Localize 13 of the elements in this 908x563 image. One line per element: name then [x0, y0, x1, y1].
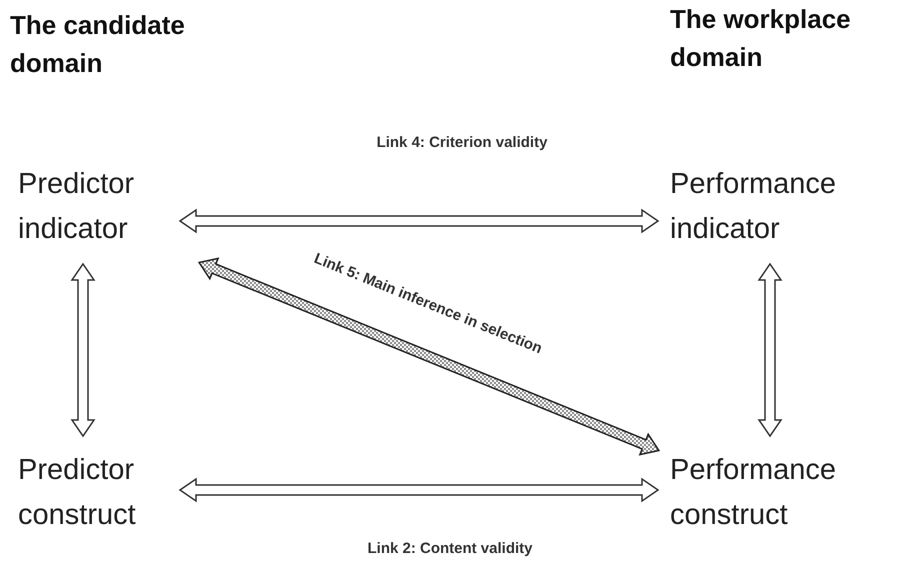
double-arrow — [758, 262, 782, 438]
double-arrow — [178, 208, 660, 234]
node-label: Predictor construct — [18, 453, 137, 533]
edge-label: Link 4: Criterion validity — [376, 134, 548, 151]
double-arrow — [178, 478, 660, 502]
double-arrow — [198, 257, 660, 456]
domain-heading: The workplace domain — [670, 3, 852, 74]
node-label: Predictor indicator — [18, 167, 136, 247]
node-label: Performance indicator — [670, 167, 838, 247]
double-arrow — [70, 262, 96, 438]
domain-heading: The candidate domain — [10, 9, 186, 80]
edge-label: Link 2: Content validity — [366, 540, 534, 557]
node-label: Performance construct — [670, 453, 838, 533]
